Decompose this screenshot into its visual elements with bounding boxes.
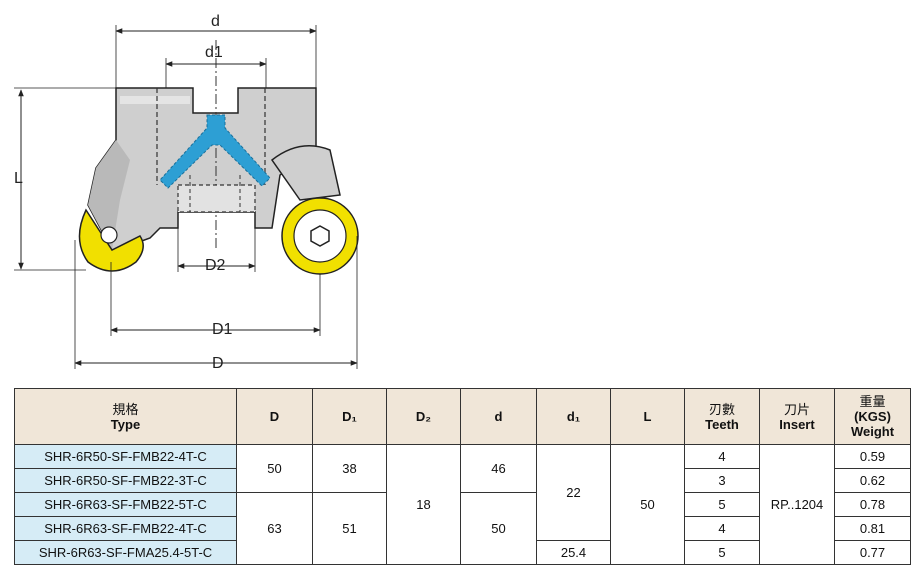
cell-teeth: 4 [684, 444, 760, 469]
cell-weight: 0.78 [834, 492, 911, 517]
table-row: SHR-6R63-SF-FMB22-4T-C 4 0.81 [14, 516, 911, 541]
header-type-zh: 規格 [112, 401, 139, 417]
pocket [177, 184, 256, 213]
cell-type: SHR-6R63-SF-FMA25.4-5T-C [14, 540, 237, 565]
cell-type: SHR-6R63-SF-FMB22-5T-C [14, 492, 237, 517]
cell-d1: 22 [536, 444, 611, 541]
header-insert-en: Insert [779, 416, 815, 432]
dim-d-label: d [211, 13, 220, 30]
dim-D2-label: D2 [205, 257, 226, 274]
cell-D2: 18 [386, 444, 461, 565]
cell-weight: 0.77 [834, 540, 911, 565]
cell-type: SHR-6R50-SF-FMB22-3T-C [14, 468, 237, 493]
cell-L: 50 [610, 444, 685, 565]
cell-D: 63 [236, 492, 313, 565]
cell-teeth: 5 [684, 540, 760, 565]
header-D: D [236, 388, 313, 445]
coolant-channel [159, 114, 271, 189]
cell-teeth: 4 [684, 516, 760, 541]
dim-L-label: L [14, 170, 23, 187]
header-teeth-en: Teeth [705, 416, 739, 432]
header-type-en: Type [110, 416, 141, 432]
header-d1: d₁ [536, 388, 611, 445]
cell-d1: 25.4 [536, 540, 611, 565]
dim-D1-label: D1 [212, 321, 233, 338]
table-row: SHR-6R50-SF-FMB22-4T-C 50 38 18 46 22 50… [14, 444, 911, 565]
cell-teeth: 3 [684, 468, 760, 493]
table-row: SHR-6R50-SF-FMB22-3T-C 3 0.62 [14, 468, 911, 493]
cell-D1: 38 [312, 444, 387, 493]
table-row: SHR-6R63-SF-FMB22-5T-C 63 51 50 5 0.78 [14, 492, 911, 565]
header-D2: D₂ [386, 388, 461, 445]
header-teeth-zh: 刃數 [708, 401, 735, 417]
cell-D1: 51 [312, 492, 387, 565]
hex-screw-icon [310, 225, 330, 247]
cell-insert: RP..1204 [759, 444, 835, 565]
header-D1: D₁ [312, 388, 387, 445]
body-highlight [120, 96, 190, 104]
dim-D-label: D [212, 355, 224, 372]
cell-weight: 0.81 [834, 516, 911, 541]
header-d: d [460, 388, 537, 445]
header-L: L [610, 388, 685, 445]
cell-d: 50 [460, 492, 537, 565]
body-shading [88, 140, 130, 250]
cutter-drawing: d d1 L D2 D1 D [14, 13, 359, 372]
cell-d: 46 [460, 444, 537, 493]
header-weight-en: (KGS) Weight [850, 409, 895, 439]
cell-teeth: 5 [684, 492, 760, 517]
cell-D: 50 [236, 444, 313, 493]
header-insert-zh: 刀片 [783, 401, 810, 417]
right-insert-seat [270, 145, 341, 201]
cell-type: SHR-6R63-SF-FMB22-4T-C [14, 516, 237, 541]
left-insert [78, 208, 144, 272]
header-weight: 重量(KGS) Weight [834, 388, 911, 445]
table-row: SHR-6R63-SF-FMA25.4-5T-C 25.4 5 0.77 [14, 540, 911, 565]
left-screw-hole [100, 226, 118, 244]
dim-d1-label: d1 [205, 44, 223, 61]
cell-type: SHR-6R50-SF-FMB22-4T-C [14, 444, 237, 469]
header-weight-zh: 重量 [859, 394, 886, 409]
cell-weight: 0.59 [834, 444, 911, 469]
cell-weight: 0.62 [834, 468, 911, 493]
